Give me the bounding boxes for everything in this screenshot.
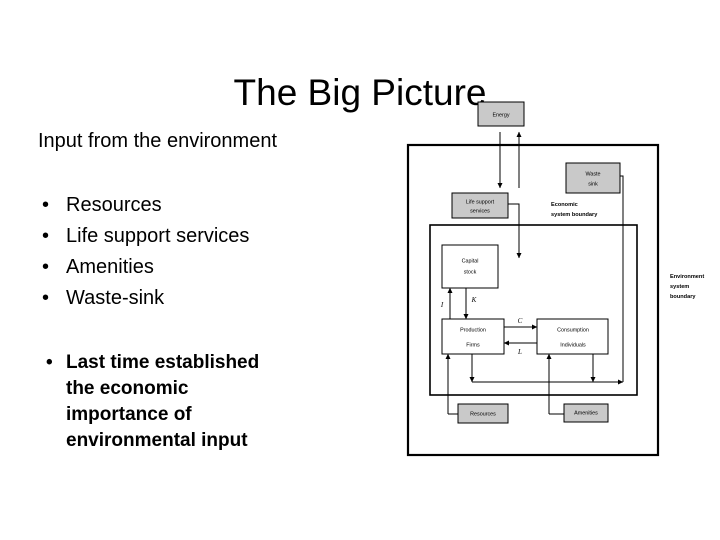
page-title: The Big Picture — [233, 71, 487, 113]
environment-boundary-line-2: system — [670, 284, 689, 290]
node-waste-sink: Waste sink — [565, 162, 621, 194]
node-capital-stock: Capital stock — [441, 244, 499, 289]
economic-boundary-line-1: Economic — [551, 202, 578, 208]
list-item: • Waste-sink — [38, 283, 378, 314]
node-energy-label: Energy — [492, 112, 509, 118]
bullet-icon: • — [42, 194, 50, 216]
bullet-icon: • — [46, 352, 53, 373]
emphasis-bullet-text: importance of — [66, 404, 192, 425]
connector-life-support — [508, 203, 522, 259]
node-life-support-label-1: Life support — [466, 199, 495, 205]
node-production-label-1: Production — [460, 327, 486, 333]
node-waste-sink-label-1: Waste — [585, 171, 600, 177]
emphasis-bullet-line: importance of — [38, 402, 338, 428]
flow-label-consumption: C — [518, 317, 523, 325]
emphasis-bullet-text: environmental input — [66, 430, 248, 451]
environment-boundary-line-1: Environment — [670, 274, 704, 280]
bullet-list: • Resources • Life support services • Am… — [38, 190, 378, 314]
economic-system-boundary-frame — [429, 224, 638, 396]
bullet-icon: • — [42, 287, 50, 309]
node-consumption-label-1: Consumption — [557, 327, 589, 333]
node-production: Production Firms — [441, 318, 505, 355]
emphasis-bullet-line: environmental input — [38, 428, 338, 454]
environment-boundary-line-3: boundary — [670, 294, 696, 300]
emphasis-bullet-text: the economic — [66, 378, 189, 399]
flow-label-capital: K — [471, 296, 477, 304]
list-item-label: Life support services — [66, 225, 250, 247]
node-resources: Resources — [457, 403, 509, 424]
list-item-label: Resources — [66, 194, 162, 216]
environment-system-boundary-label: Environment system boundary — [670, 274, 704, 300]
emphasis-bullet-line: • Last time established — [38, 350, 338, 376]
node-consumption-label-2: Individuals — [560, 342, 586, 348]
bullet-icon: • — [42, 225, 50, 247]
emphasis-bullet: • Last time established the economic imp… — [38, 350, 338, 454]
flow-label-labour: L — [517, 348, 522, 356]
node-capital-stock-label-1: Capital — [462, 258, 479, 264]
emphasis-bullet-text: Last time established — [66, 352, 260, 373]
bullet-icon: • — [42, 256, 50, 278]
list-item: • Amenities — [38, 252, 378, 283]
node-waste-sink-label-2: sink — [588, 181, 598, 187]
list-item-label: Waste-sink — [66, 287, 165, 309]
list-item: • Resources — [38, 190, 378, 221]
node-resources-label: Resources — [470, 411, 496, 417]
node-production-label-2: Firms — [466, 342, 480, 348]
lead-text: Input from the environment — [38, 130, 278, 152]
node-life-support-services: Life support services — [451, 192, 509, 219]
node-amenities: Amenities — [563, 403, 609, 423]
node-life-support-label-2: services — [470, 208, 490, 214]
flow-label-investment: I — [440, 301, 444, 309]
list-item-label: Amenities — [66, 256, 154, 278]
list-item: • Life support services — [38, 221, 378, 252]
economic-system-boundary-label: Economic system boundary — [551, 202, 598, 218]
node-amenities-label: Amenities — [574, 410, 598, 416]
economic-boundary-line-2: system boundary — [551, 212, 598, 218]
node-consumption: Consumption Individuals — [536, 318, 609, 355]
environment-system-boundary-frame — [406, 143, 660, 457]
emphasis-bullet-line: the economic — [38, 376, 338, 402]
node-capital-stock-label-2: stock — [464, 269, 477, 275]
economy-environment-diagram: Energy Waste sink Life support services … — [396, 92, 720, 472]
node-energy: Energy — [477, 101, 525, 127]
